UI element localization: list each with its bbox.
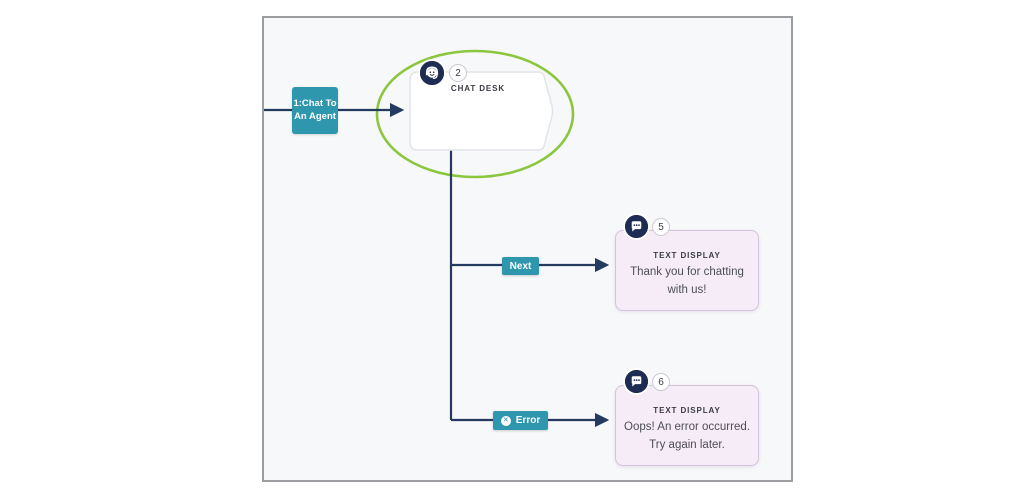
chat-desk-node-shape xyxy=(409,71,554,151)
chat-desk-step-badge: 2 xyxy=(449,64,467,82)
node5-step-number: 5 xyxy=(658,221,664,233)
chat-bubble-icon xyxy=(625,370,648,393)
chat-desk-step-number: 2 xyxy=(455,67,461,79)
node5-title: TEXT DISPLAY xyxy=(653,251,721,260)
next-label-text: Next xyxy=(509,260,532,272)
error-x-icon: ✕ xyxy=(500,415,511,426)
node6-step-number: 6 xyxy=(658,376,664,388)
node5-step-badge: 5 xyxy=(652,218,670,236)
branch-label-next[interactable]: Next xyxy=(502,257,539,275)
start-node-label: 1:Chat To An Agent xyxy=(293,97,337,122)
branch-label-error[interactable]: ✕ Error xyxy=(493,411,548,430)
flow-canvas[interactable]: 1:Chat To An Agent 2 CHAT DESK Next ✕ Er… xyxy=(262,16,793,482)
error-label-text: Error xyxy=(515,415,541,426)
text-display-node-5[interactable]: TEXT DISPLAY Thank you for chatting with… xyxy=(615,230,759,311)
node6-body: Oops! An error occurred. Try again later… xyxy=(624,421,750,451)
support-agent-icon xyxy=(420,61,444,85)
node6-step-badge: 6 xyxy=(652,373,670,391)
chat-desk-node[interactable]: CHAT DESK xyxy=(410,84,546,93)
connector-layer xyxy=(264,49,610,428)
chat-desk-title: CHAT DESK xyxy=(450,84,506,93)
start-node-chat-to-agent[interactable]: 1:Chat To An Agent xyxy=(292,87,338,134)
highlight-ellipse xyxy=(375,49,575,179)
node5-body: Thank you for chatting with us! xyxy=(630,266,744,296)
node6-title: TEXT DISPLAY xyxy=(653,406,721,415)
chat-bubble-icon xyxy=(625,215,648,238)
text-display-node-6[interactable]: TEXT DISPLAY Oops! An error occurred. Tr… xyxy=(615,385,759,466)
